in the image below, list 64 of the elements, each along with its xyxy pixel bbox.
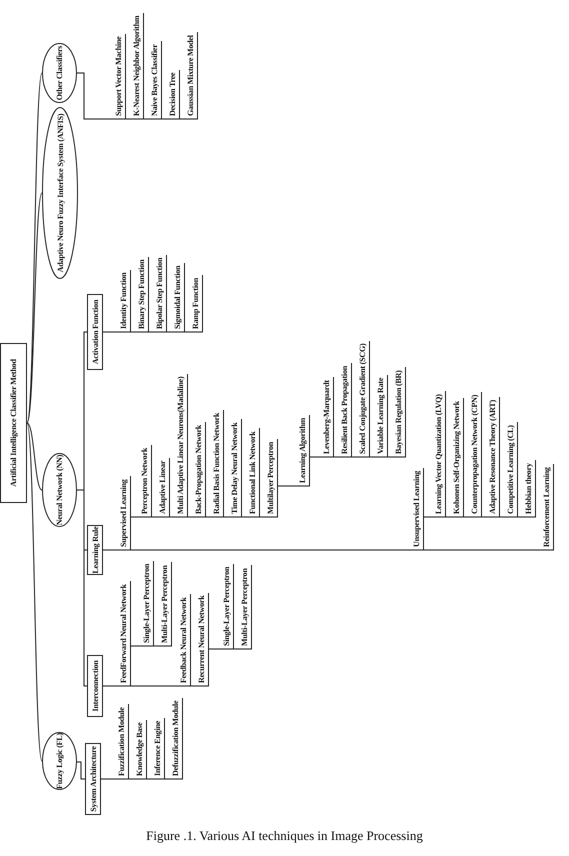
connector-line	[310, 456, 406, 458]
connector-line	[26, 422, 42, 490]
list-item: Scaled Conjugate Gradient (SCG)	[356, 340, 370, 457]
list-item: Kohonen Self-Organizing Network	[450, 398, 464, 517]
list-item: Single-Layer Perceptron	[220, 564, 234, 649]
connector-line	[208, 648, 252, 650]
ellipse-node: Fuzzy Logic (FL)	[42, 732, 77, 790]
list-item: Multilayer Perceptron	[264, 438, 278, 517]
ellipse-node: Neural Network (NN)	[42, 453, 77, 527]
list-item: Functional Link Network	[246, 428, 260, 517]
list-item: Multi-Layer Perceptron	[158, 562, 172, 646]
list-item: Gaussian Mixture Model	[184, 32, 198, 119]
connector-line	[26, 192, 42, 424]
list-item: Identity Function	[117, 270, 131, 332]
list-item: Single-Layer Perceptron	[140, 560, 154, 646]
connector-line	[424, 516, 536, 518]
list-item: Bipolar Step Function	[153, 254, 167, 332]
ellipse-node: Other Classifiers	[42, 43, 77, 103]
list-item: Perceptron Network	[138, 444, 152, 517]
list-item: Learning Algorithm	[296, 414, 310, 486]
connector-line	[26, 72, 42, 424]
list-item: Binary Step Function	[135, 256, 149, 332]
list-item: Adaptive Resonance Theory (ART)	[486, 396, 500, 517]
list-item: Supervised Learning	[117, 476, 131, 550]
category-box: Activation Function	[87, 294, 103, 370]
list-item: Radial Basis Function Network	[210, 410, 224, 517]
list-item: Bayesian Regulation (BR)	[392, 367, 406, 457]
list-item: Time Delay Neural Network	[228, 419, 242, 517]
category-box: System Architecture	[85, 743, 101, 815]
list-item: Back-Propagation Network	[192, 422, 206, 517]
list-item: Fuzzification Module	[115, 704, 129, 779]
list-item: Support Vector Machine	[112, 34, 126, 119]
list-item: Reinforcement Learning	[540, 464, 554, 550]
list-item: Resilient Back Propagation	[338, 363, 352, 457]
connector-line	[100, 778, 184, 780]
list-item: Decision Tree	[166, 70, 180, 119]
list-item: Ramp Function	[189, 275, 203, 332]
list-item: Multi Adaptive Linear Neurons(Madaline)	[174, 374, 188, 517]
list-item: Sigmoidal Function	[171, 262, 185, 332]
list-item: Inference Engine	[151, 718, 165, 779]
list-item: Unsupervised Learning	[410, 468, 424, 550]
list-item: FeedForward Neural Network	[117, 581, 131, 686]
connector-line	[76, 332, 88, 490]
root-box: Artificial Intelligence Classifier Method	[0, 343, 27, 503]
list-item: Counterpropagation Network (CPN)	[468, 392, 482, 517]
ellipse-node: Adaptive Neuro Fuzzy Interface System (ANFIS)	[42, 107, 78, 279]
list-item: Learning Vector Quantization (LVQ)	[432, 391, 446, 517]
list-item: Knowledge Base	[133, 720, 147, 779]
list-item: Levenberg-Marquardt	[320, 377, 334, 457]
figure-caption: Figure .1. Various AI techniques in Image Processing	[145, 828, 424, 844]
list-item: Multi-Layer Perceptron	[238, 565, 252, 649]
list-item: Adaptive Linear	[156, 458, 170, 517]
category-box: Interconnection	[87, 655, 103, 717]
connector-line	[76, 762, 86, 780]
list-item: Hebbian theory	[522, 460, 536, 517]
category-box: Learning Rule	[87, 525, 103, 575]
list-item: Defuzzification Module	[169, 698, 183, 779]
list-item: K-Nearest Neighbor Algorithm	[130, 12, 144, 119]
list-item: Competitive Learning (CL)	[504, 422, 518, 517]
list-item: Variable Learning Rate	[374, 374, 388, 457]
list-item: Naive Bayes Classifier	[148, 41, 162, 119]
connector-line	[26, 422, 42, 762]
list-item: Feedback Neural Network	[177, 594, 191, 686]
list-item: Recurrent Neural Network	[195, 592, 209, 686]
